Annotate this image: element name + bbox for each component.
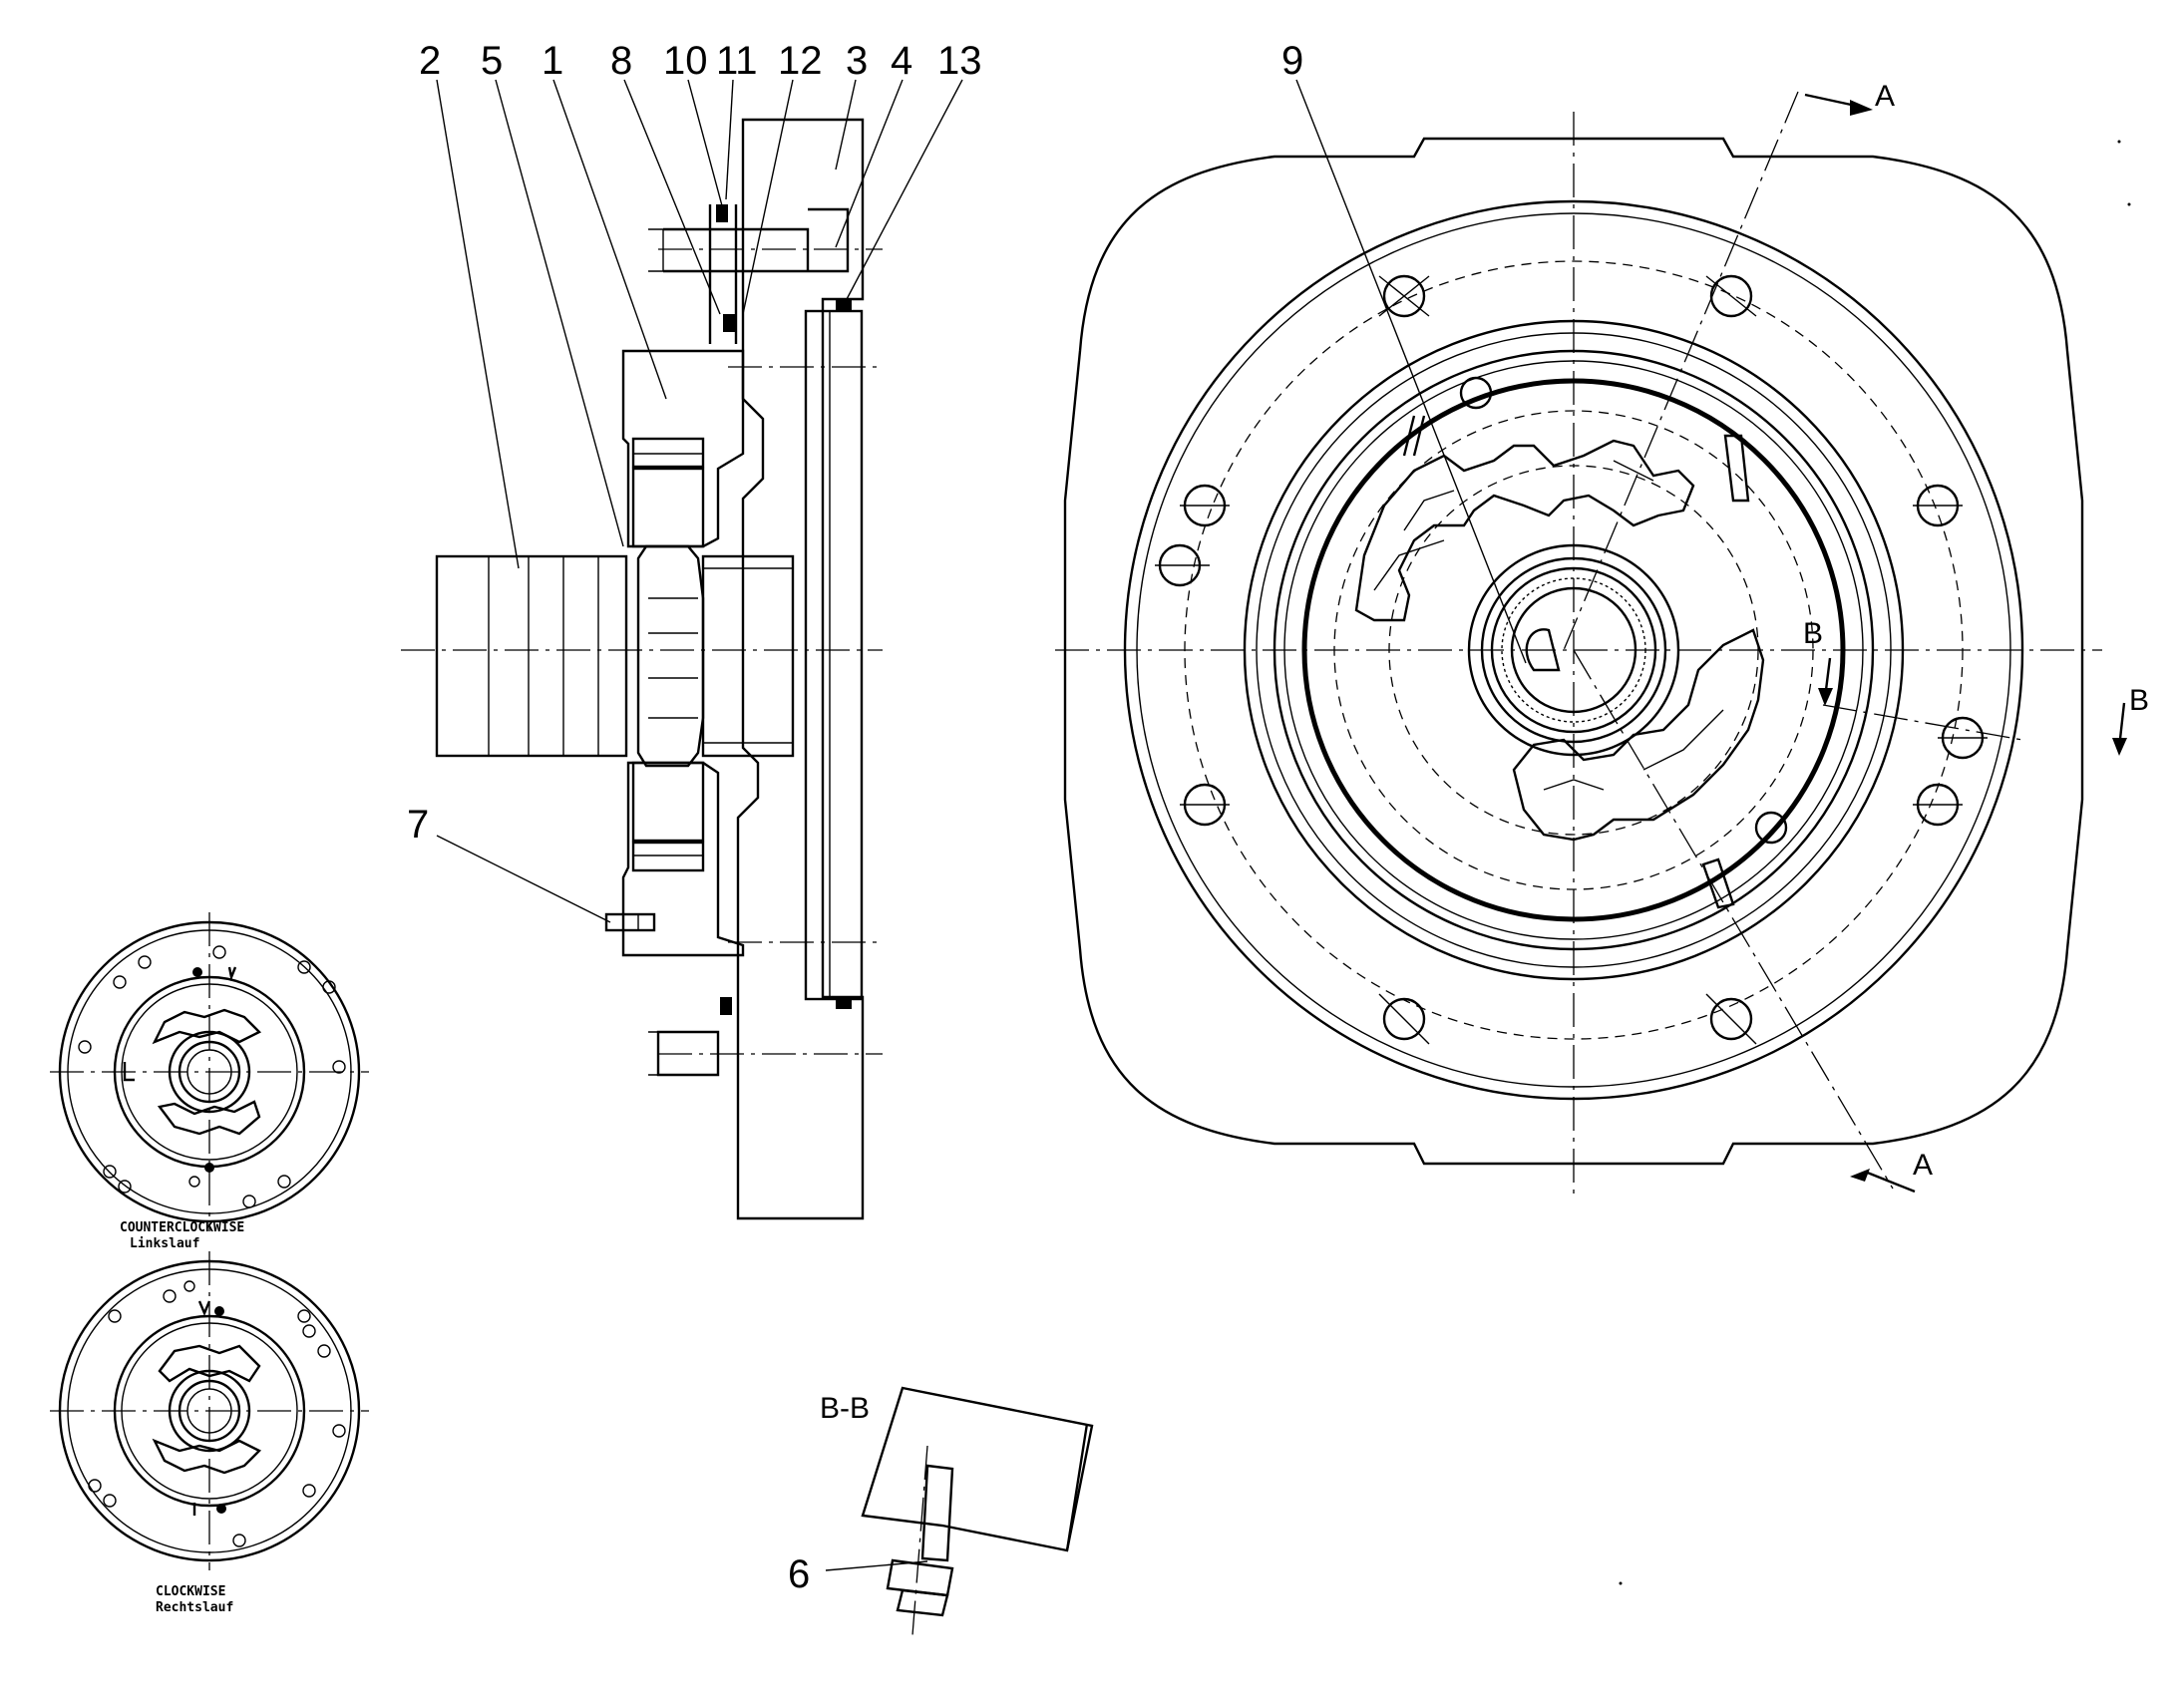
leader-lines (436, 79, 1527, 1571)
outer-housing (1063, 137, 2084, 1166)
callout-4: 4 (891, 39, 912, 83)
seal-plate (804, 309, 864, 1001)
hex-nut (636, 544, 705, 768)
callout-11: 11 (716, 39, 758, 83)
callout-2: 2 (419, 39, 441, 83)
bolt-upper (663, 207, 850, 273)
ccw-label-en: COUNTERCLOCKWISE (120, 1220, 244, 1235)
gear-segment-lower (1512, 628, 1765, 842)
bolt-lower (656, 1030, 720, 1077)
ccw-label-de: Linkslauf (130, 1236, 199, 1251)
callout-1: 1 (542, 39, 563, 83)
cw-label-de: Rechtslauf (156, 1600, 233, 1615)
callout-6: 6 (788, 1552, 810, 1596)
callout-3: 3 (846, 39, 868, 83)
gear-block-lower (631, 761, 705, 843)
section-b-right-label: B (2129, 684, 2149, 717)
callout-8: 8 (610, 39, 632, 83)
front-view (1055, 91, 2102, 1194)
callout-9: 9 (1281, 39, 1303, 83)
cw-label-en: CLOCKWISE (156, 1584, 225, 1599)
screw-7 (604, 912, 656, 932)
callout-5: 5 (481, 39, 503, 83)
bolt-holes (1158, 274, 1985, 1041)
cover-plate-lower (621, 761, 745, 957)
cover-plate (621, 349, 745, 548)
gear-block-upper (631, 467, 705, 548)
cw-view (50, 1251, 369, 1570)
section-bb-detail: B-B (820, 1386, 1094, 1636)
callout-numbers: 2 5 1 8 10 11 12 3 4 13 9 7 6 (407, 39, 1303, 1596)
section-a-bottom-label: A (1913, 1149, 1933, 1182)
callout-13: 13 (937, 39, 982, 83)
section-a-top-label: A (1875, 80, 1895, 113)
callout-10: 10 (663, 39, 708, 83)
shaft (435, 554, 628, 758)
section-bb-label: B-B (820, 1392, 870, 1425)
section-b-left-label: B (1803, 617, 1823, 650)
ccw-view (50, 912, 369, 1231)
callout-12: 12 (778, 39, 823, 83)
section-arrows: A A B B (1803, 80, 2149, 1194)
gear-segment-upper (1354, 439, 1695, 622)
callout-7: 7 (407, 803, 429, 847)
section-view (401, 118, 883, 1220)
